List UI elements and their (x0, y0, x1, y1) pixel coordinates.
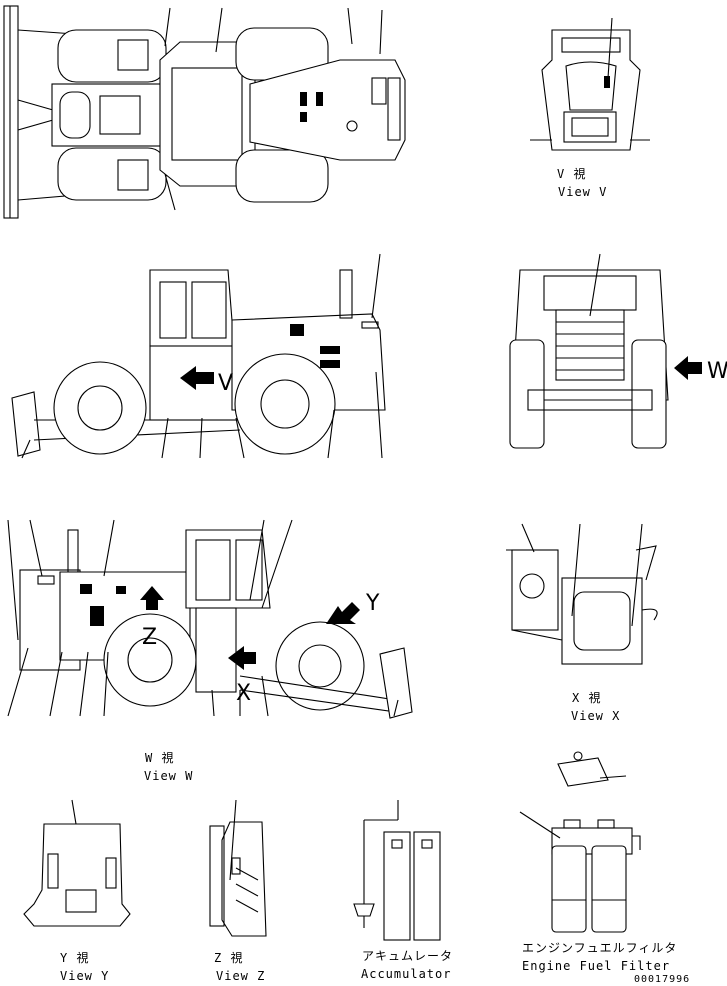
accumulator-drawing (353, 800, 441, 941)
view-x-marker: X (236, 681, 251, 706)
view-v-en-label: View V (558, 185, 607, 199)
fuel-filter-jp-label: エンジンフュエルフィルタ (522, 941, 677, 955)
view-y-marker: Y (365, 591, 380, 616)
view-z-jp-label: Z 視 (214, 950, 243, 965)
view-v-jp-label: V 視 (557, 166, 586, 181)
top-view-machine (3, 5, 406, 219)
view-x-jp-label: X 視 (572, 690, 601, 705)
drawing-code: 00017996 (634, 974, 690, 985)
accumulator-en-label: Accumulator (361, 967, 451, 981)
view-y-drawing (23, 799, 131, 927)
view-y-en-label: View Y (60, 969, 109, 983)
view-z-en-label: View Z (216, 969, 265, 983)
side-view-left (11, 253, 386, 459)
fuel-filter-drawing (519, 811, 641, 933)
view-w-jp-label: W 視 (145, 750, 174, 765)
view-w-en-label: View W (144, 769, 193, 783)
view-v-drawing (530, 17, 650, 151)
view-x-en-label: View X (571, 709, 620, 723)
view-z-drawing (209, 799, 267, 937)
view-z-marker: Z (142, 625, 157, 650)
side-view-right (7, 519, 413, 719)
view-x-drawing (506, 523, 658, 665)
fuel-filter-tag (557, 751, 627, 787)
view-w-drawing (509, 253, 702, 449)
view-w-marker: W (707, 359, 727, 384)
fuel-filter-en-label: Engine Fuel Filter (522, 959, 670, 973)
accumulator-jp-label: アキュムレータ (362, 949, 453, 963)
view-v-marker: V (218, 371, 233, 396)
view-y-jp-label: Y 視 (60, 950, 89, 965)
